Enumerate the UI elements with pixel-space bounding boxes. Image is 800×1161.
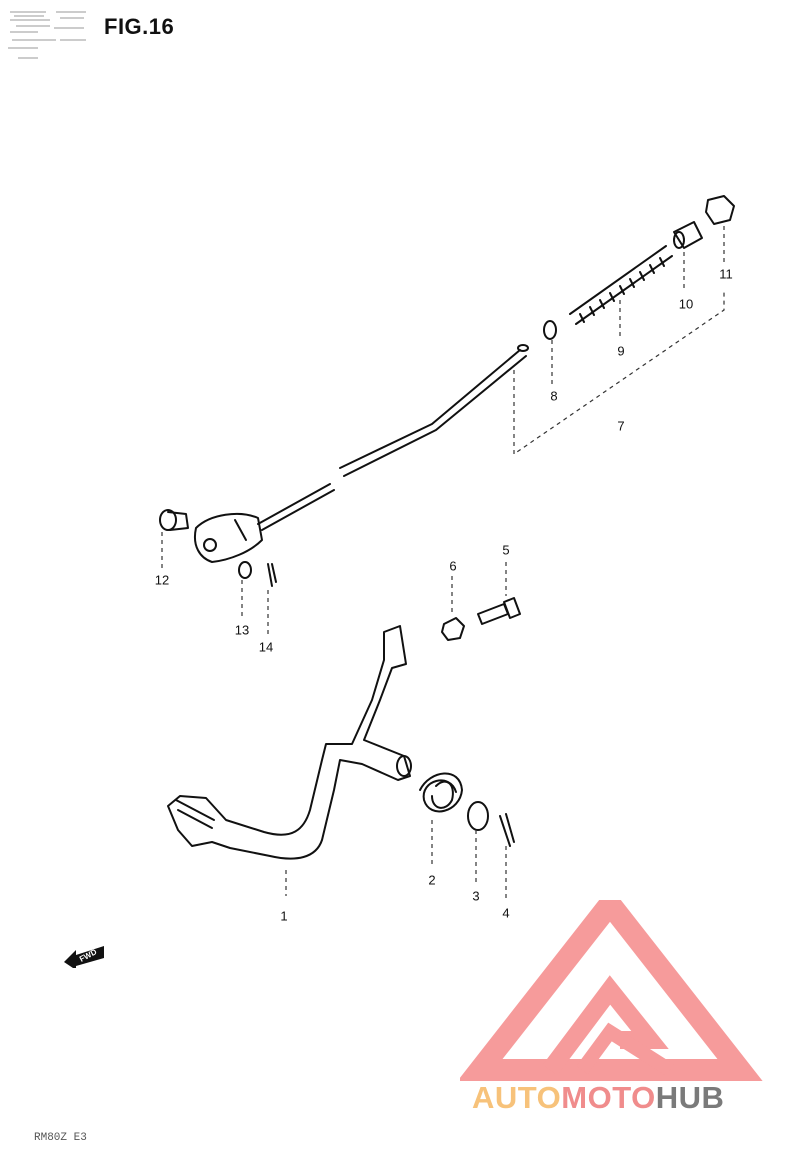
callout-3: 3 [472, 888, 480, 904]
callout-11: 11 [719, 266, 733, 282]
return-spring [569, 245, 673, 325]
forward-arrow-icon [64, 946, 104, 968]
nut-6 [441, 617, 465, 641]
callout-7: 7 [617, 418, 625, 434]
callout-14: 14 [258, 639, 274, 655]
callout-13: 13 [234, 622, 250, 638]
callout-10: 10 [678, 296, 694, 312]
watermark-auto: AUTO [472, 1080, 562, 1115]
figure-title: FIG.16 [104, 14, 175, 39]
washer-8 [543, 320, 557, 340]
callout-9: 9 [617, 343, 625, 359]
triangle-m-logo [460, 900, 763, 1081]
washer-13 [238, 561, 252, 579]
brake-rod [257, 344, 529, 531]
washer-3 [467, 801, 489, 831]
model-code: RM80Z E3 [34, 1132, 87, 1144]
brake-pedal [167, 625, 412, 860]
pedal-spring [419, 772, 463, 813]
watermark-moto: MOTO [561, 1080, 656, 1115]
leader-group-7 [513, 290, 725, 456]
callout-4: 4 [502, 905, 510, 921]
watermark-text: AUTOMOTOHUB [472, 1080, 724, 1116]
callout-5: 5 [502, 542, 510, 558]
rod-clevis [194, 512, 263, 563]
header-stamp [8, 11, 86, 59]
callout-2: 2 [428, 872, 436, 888]
callout-8: 8 [550, 388, 558, 404]
adjuster-collar [673, 221, 703, 249]
clevis-pin [159, 509, 189, 531]
cotter-pin-14 [267, 563, 277, 587]
watermark-hub: HUB [655, 1080, 725, 1115]
adjuster-nut [705, 195, 735, 225]
callout-12: 12 [154, 572, 170, 588]
pivot-bolt [477, 597, 521, 625]
callout-1: 1 [280, 908, 288, 924]
cotter-pin-4 [499, 813, 515, 847]
callout-6: 6 [449, 558, 457, 574]
